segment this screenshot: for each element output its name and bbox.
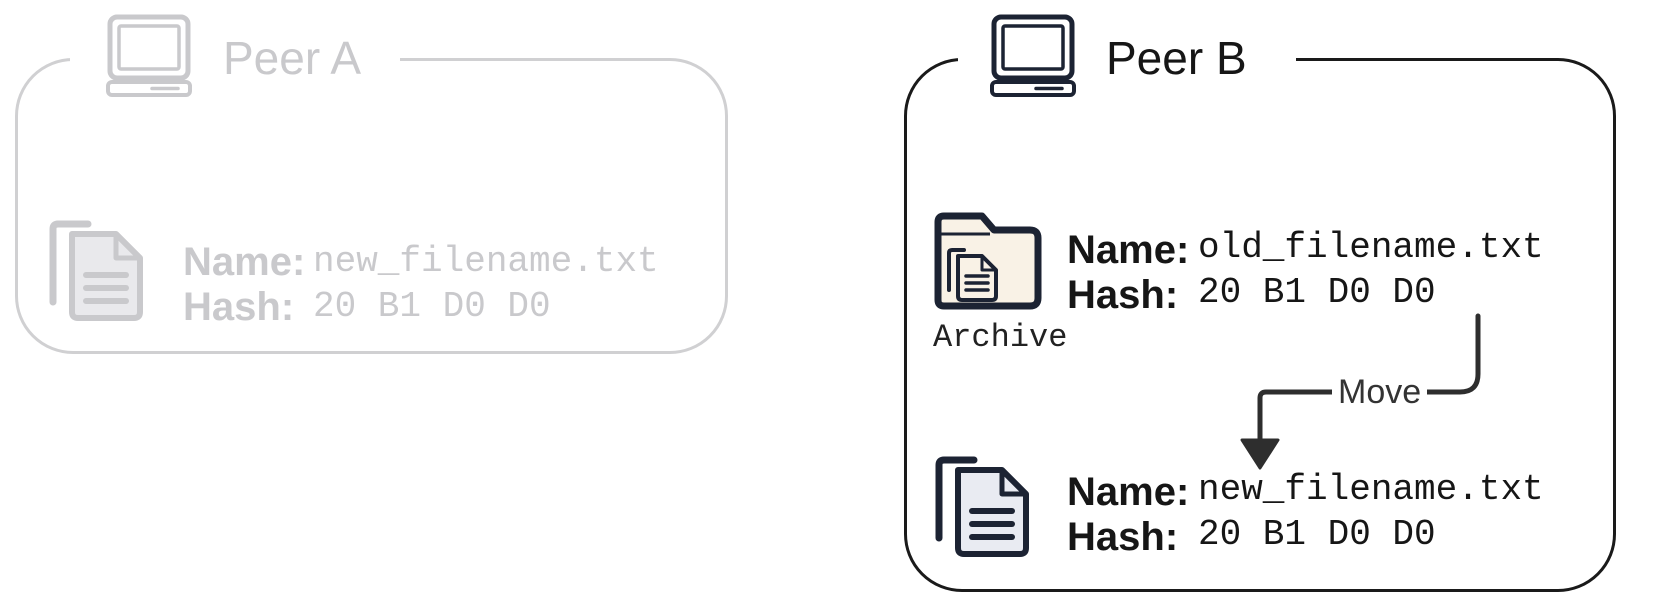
archive-caption: Archive — [933, 319, 1068, 356]
file-name-value: old_filename.txt — [1198, 227, 1544, 268]
file-name-value: new_filename.txt — [313, 241, 659, 282]
peer-a-title-gap — [70, 0, 400, 120]
file-name-label: Name: — [1067, 228, 1190, 272]
file-hash-value: 20 B1 D0 D0 — [1198, 272, 1436, 313]
archive-folder-icon — [934, 212, 1042, 310]
document-icon — [49, 220, 143, 321]
file-name-value: new_filename.txt — [1198, 469, 1544, 510]
peer-b-title: Peer B — [1106, 32, 1247, 84]
file-hash-label: Hash: — [183, 285, 295, 329]
document-icon — [935, 456, 1029, 557]
file-name-label: Name: — [183, 240, 306, 284]
computer-icon — [106, 14, 192, 97]
peer-a-title: Peer A — [223, 32, 362, 84]
file-hash-value: 20 B1 D0 D0 — [313, 286, 551, 327]
computer-icon — [990, 14, 1076, 97]
peer-b-title-gap — [958, 0, 1296, 120]
file-hash-label: Hash: — [1067, 273, 1179, 317]
file-hash-value: 20 B1 D0 D0 — [1198, 514, 1436, 555]
file-hash-label: Hash: — [1067, 515, 1179, 559]
move-label: Move — [1332, 375, 1428, 409]
file-name-label: Name: — [1067, 470, 1190, 514]
